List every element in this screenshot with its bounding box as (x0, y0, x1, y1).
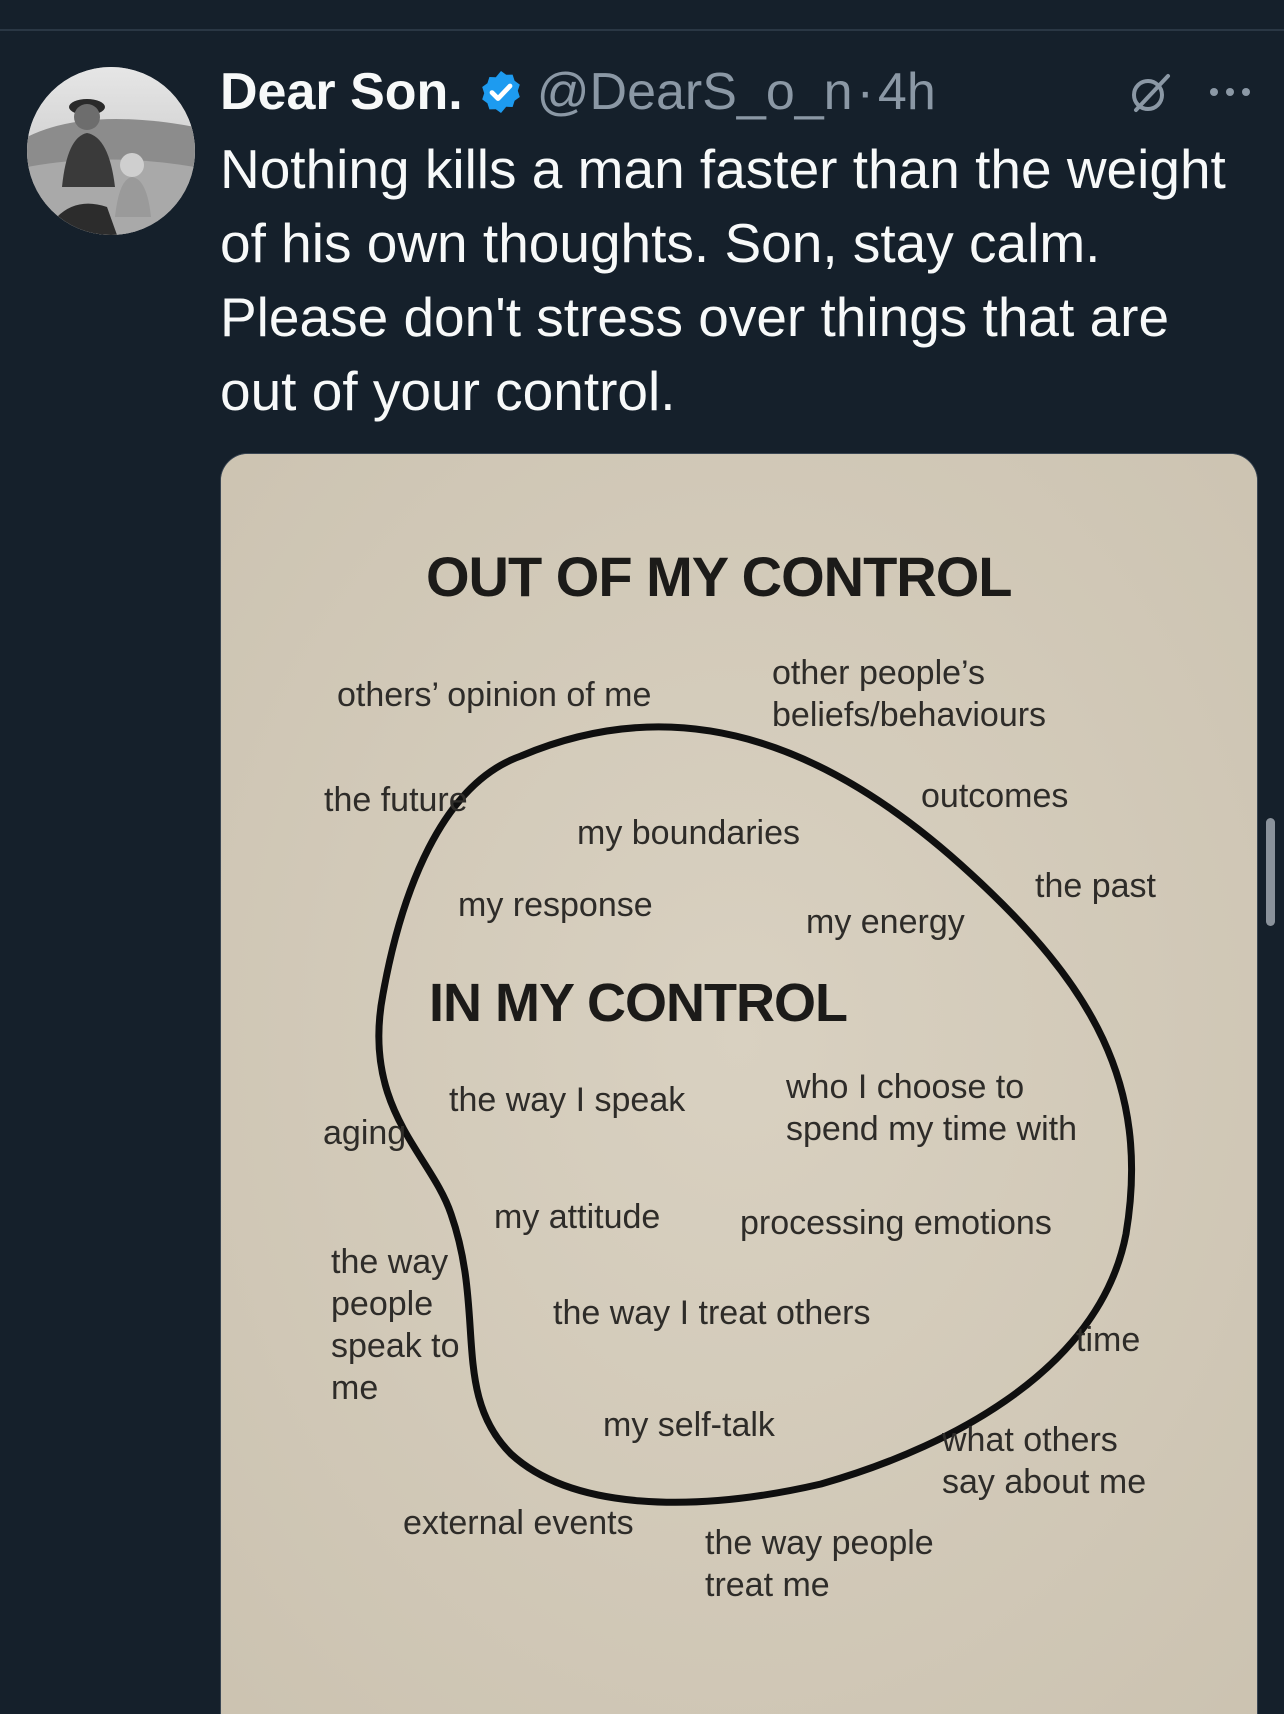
outside-item: me (331, 1369, 379, 1407)
out-of-control-title: OUT OF MY CONTROL (426, 545, 1012, 608)
inside-item: my boundaries (577, 814, 801, 852)
verified-badge-icon (481, 71, 520, 113)
outside-item: time (1076, 1321, 1141, 1359)
inside-item: spend my time with (786, 1110, 1077, 1148)
outside-item: treat me (705, 1566, 830, 1604)
outside-item: say about me (942, 1463, 1147, 1501)
author-handle[interactable]: @DearS_o_n (536, 63, 853, 121)
inside-item: my attitude (494, 1198, 661, 1236)
avatar[interactable] (27, 67, 195, 235)
outside-item: the future (324, 781, 468, 819)
grok-icon[interactable] (1128, 70, 1174, 116)
inside-item: the way I speak (449, 1081, 686, 1119)
outside-item: what others (942, 1421, 1118, 1459)
outside-item: others’ opinion of me (337, 676, 652, 714)
tweet-text: Nothing kills a man faster than the weig… (220, 138, 1226, 422)
in-control-title: IN MY CONTROL (429, 973, 848, 1033)
control-circle-drawing (221, 454, 1257, 1714)
outside-item: external events (403, 1504, 634, 1542)
tweet-header: Dear Son. @DearS_o_n · 4h (220, 60, 936, 124)
outside-item: aging (323, 1114, 407, 1152)
in-control-loop (375, 723, 1136, 1506)
tweet-image[interactable]: OUT OF MY CONTROL IN MY CONTROL others’ … (220, 453, 1258, 1714)
timestamp[interactable]: 4h (877, 63, 936, 121)
outside-item: speak to (331, 1327, 460, 1365)
inside-item: processing emotions (740, 1204, 1052, 1242)
author-name[interactable]: Dear Son. (220, 63, 463, 121)
scrollbar[interactable] (1266, 818, 1275, 926)
inside-item: my response (458, 886, 653, 924)
more-icon[interactable] (1206, 80, 1254, 104)
inside-item: my self-talk (603, 1406, 775, 1444)
outside-item: beliefs/behaviours (772, 696, 1047, 734)
outside-item: the past (1035, 867, 1156, 905)
inside-item: my energy (806, 903, 965, 941)
outside-item: people (331, 1285, 434, 1323)
outside-item: other people’s (772, 654, 985, 692)
outside-item: outcomes (921, 777, 1069, 815)
outside-item: the way people (705, 1524, 934, 1562)
outside-item: the way (331, 1243, 449, 1281)
inside-item: the way I treat others (553, 1294, 871, 1332)
inside-item: who I choose to (786, 1068, 1025, 1106)
separator-dot: · (856, 63, 874, 121)
avatar-photo (27, 67, 195, 235)
divider (0, 29, 1284, 31)
